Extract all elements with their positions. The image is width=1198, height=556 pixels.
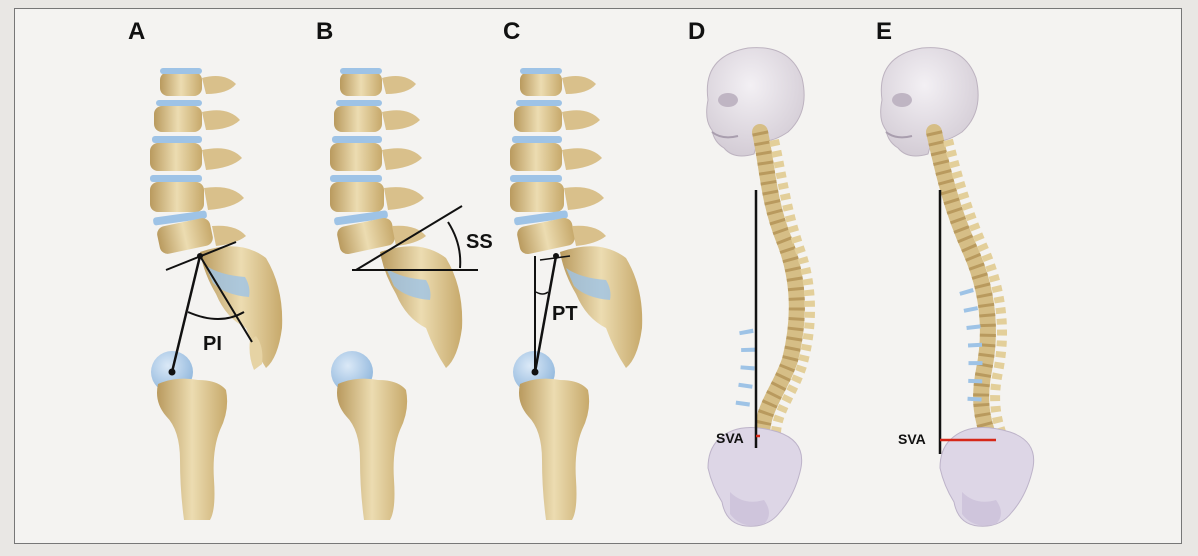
panel-a-illustration: PI — [150, 68, 282, 520]
panel-d-illustration: SVA — [707, 48, 810, 527]
panel-e-illustration: SVA — [881, 48, 1034, 527]
sva-label-d: SVA — [716, 430, 744, 446]
femur-a — [157, 379, 227, 520]
sva-label-e: SVA — [898, 431, 926, 447]
lumbar-spine-a — [150, 68, 246, 255]
panel-c-illustration: PT — [510, 68, 642, 520]
lumbar-spine-c — [510, 68, 606, 256]
sacrum-b — [380, 246, 462, 368]
femur-b — [337, 379, 407, 520]
spinal-column-d — [742, 132, 810, 440]
femur-c — [519, 379, 589, 520]
lumbar-spine-b — [330, 68, 426, 256]
ss-label: SS — [466, 231, 493, 253]
spinal-column-e — [934, 132, 1004, 440]
pt-label: PT — [552, 303, 578, 325]
pi-label: PI — [203, 333, 222, 355]
panel-b-illustration: SS — [330, 68, 493, 520]
